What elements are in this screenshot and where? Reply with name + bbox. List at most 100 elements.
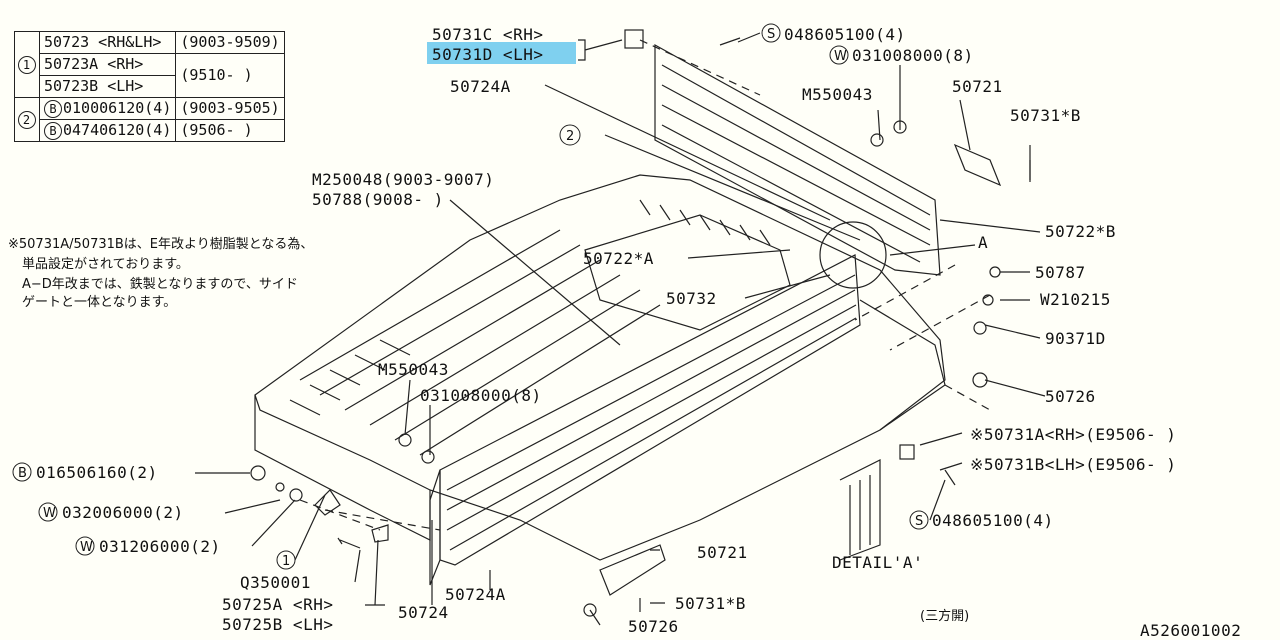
side-gate-end (429, 469, 441, 586)
bracket-1 (314, 489, 341, 516)
detail-a-circle (819, 221, 887, 289)
label-50788[interactable]: 50788(9008- ) (312, 190, 444, 209)
label-50721-bottom[interactable]: 50721 (697, 543, 748, 562)
label-50726-right[interactable]: 50726 (1045, 387, 1096, 406)
detail-title: DETAIL'A' (832, 553, 923, 572)
b-prefix-icon: B (44, 122, 62, 140)
figure-id: A526001002 (1140, 621, 1241, 640)
label-detail-a-ref[interactable]: A (978, 233, 988, 252)
group2-cell: 2 (14, 97, 40, 142)
sanpou-note: (三方開) (920, 608, 969, 624)
label-50721-top[interactable]: 50721 (952, 77, 1003, 96)
label-M550043-mid[interactable]: M550043 (378, 360, 449, 379)
label-50722B[interactable]: 50722*B (1045, 222, 1116, 241)
table-row-part[interactable]: 50723B <LH> (38, 75, 177, 98)
clip-50731C (624, 29, 644, 49)
rear-gate-ribs (661, 64, 931, 263)
bolt-q350001 (337, 537, 361, 549)
label-M250048[interactable]: M250048(9003-9007) (312, 170, 494, 189)
screw-048605100-top (719, 37, 741, 46)
clip-50731-detail (899, 444, 915, 460)
table-row-range: (9003-9505) (175, 97, 285, 120)
washer-w210215 (982, 294, 994, 306)
hinge-50721-top (953, 143, 1002, 187)
label-50731B-detail[interactable]: ※50731B<LH>(E9506- ) (970, 455, 1176, 474)
washer-031206000 (289, 488, 303, 502)
label-50731D[interactable]: 50731D <LH> (432, 45, 543, 64)
note-line3: A−D年改までは、鉄製となりますので、サイド (22, 277, 298, 292)
marker-1-text: 1 (282, 554, 290, 569)
bolt-016506160 (250, 465, 266, 481)
bumper-50726-right (972, 372, 988, 388)
parts-table: 1 50723 <RH&LH> (9003-9509) 50723A <RH> … (14, 31, 285, 142)
s-prefix-icon (761, 23, 781, 43)
rear-gate-panel (654, 43, 941, 276)
w-prefix-icon (38, 502, 58, 522)
diagram-drawing (195, 29, 1046, 626)
side-gate-ribs (446, 274, 857, 551)
label-Q350001[interactable]: Q350001 (240, 573, 311, 592)
label-90371D[interactable]: 90371D (1045, 329, 1106, 348)
latch-50725 (371, 524, 389, 543)
b-prefix-letter: B (18, 466, 27, 481)
label-50722A[interactable]: 50722*A (583, 249, 654, 268)
label-50731C[interactable]: 50731C <RH> (432, 25, 543, 44)
screw-048605100-detail (944, 469, 956, 486)
b-prefix-icon: B (44, 100, 62, 118)
floor-ribs (289, 229, 661, 456)
table-row-range: (9506- ) (175, 119, 285, 142)
label-032006000[interactable]: 032006000(2) (62, 503, 184, 522)
marker-1-circle (276, 550, 296, 570)
nut-50787 (989, 266, 1001, 278)
group2-marker: 2 (17, 111, 36, 129)
table-row-part-number: 047406120(4) (63, 121, 172, 139)
washer-032006000 (275, 482, 285, 492)
b-prefix-icon (12, 462, 32, 482)
label-50731A-detail[interactable]: ※50731A<RH>(E9506- ) (970, 425, 1176, 444)
w-prefix-icon (829, 45, 849, 65)
bumper-50726-bottom (583, 603, 597, 617)
label-048605100-top[interactable]: 048605100(4) (784, 25, 906, 44)
note-line4: ゲートと一体となります。 (22, 295, 176, 310)
label-50731B-bottom[interactable]: 50731*B (675, 594, 746, 613)
group1-cell: 1 (14, 31, 40, 98)
table-row-part-number: 010006120(4) (63, 99, 172, 117)
washer-031008000-top (893, 120, 907, 134)
floor-rib-marks (639, 199, 771, 246)
bed-floor-recess (584, 214, 791, 331)
label-50732[interactable]: 50732 (666, 289, 717, 308)
label-50725A[interactable]: 50725A <RH> (222, 595, 333, 614)
label-50724A-top[interactable]: 50724A (450, 77, 511, 96)
label-016506160[interactable]: 016506160(2) (36, 463, 158, 482)
label-50724A-bottom[interactable]: 50724A (445, 585, 506, 604)
s-prefix-letter: S (915, 514, 923, 529)
table-row-range: (9510- ) (175, 53, 285, 98)
label-50724[interactable]: 50724 (398, 603, 449, 622)
detail-side-gate (839, 459, 881, 561)
w-prefix-letter: W (43, 506, 56, 521)
bed-floor-outline (254, 174, 946, 561)
label-W210215[interactable]: W210215 (1040, 290, 1111, 309)
w-prefix-letter: W (834, 49, 847, 64)
label-50787[interactable]: 50787 (1035, 263, 1086, 282)
label-M550043-top[interactable]: M550043 (802, 85, 873, 104)
label-50731B-top[interactable]: 50731*B (1010, 106, 1081, 125)
label-50725B[interactable]: 50725B <LH> (222, 615, 333, 634)
label-031008000-mid[interactable]: 031008000(8) (420, 386, 542, 405)
marker-2-circle (559, 124, 581, 146)
label-50726-bottom[interactable]: 50726 (628, 617, 679, 636)
highlight-50731D (427, 42, 576, 64)
bolt-m550043-mid (398, 433, 412, 447)
label-048605100-detail[interactable]: 048605100(4) (932, 511, 1054, 530)
group1-marker: 1 (17, 56, 36, 74)
table-row-range: (9003-9509) (175, 31, 285, 54)
table-row-part[interactable]: 50723 <RH&LH> (38, 31, 177, 54)
grommet-90371D (973, 321, 987, 335)
leader-lines (195, 32, 1046, 626)
bolt-m550043-top (870, 133, 884, 147)
label-031008000-top[interactable]: 031008000(8) (852, 46, 974, 65)
label-031206000[interactable]: 031206000(2) (99, 537, 221, 556)
